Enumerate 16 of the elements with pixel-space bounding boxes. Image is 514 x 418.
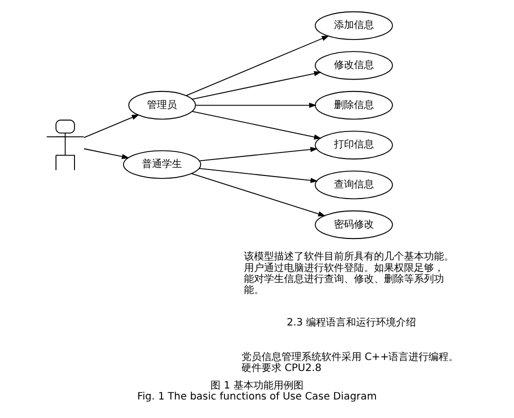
node-ellipse: 普通学生 [123, 150, 202, 179]
arrow [198, 168, 318, 183]
arrow [190, 173, 326, 216]
arrow [199, 146, 318, 162]
arrow [84, 148, 130, 160]
label: 该模型描述了软件目前所具有的几个基本功能。用户通过电脑进行软件登陆。如果权限足够，能对学生信息进行查询、修改、删除等系列功能。 [244, 252, 454, 296]
arrow [195, 102, 317, 108]
arrow [186, 36, 330, 96]
node-ellipse: 查询信息 [314, 170, 393, 200]
label: 党员信息管理系统软件采用 C++语言进行编程。硬件要求 CPU2.8 [241, 352, 459, 374]
arrow [84, 114, 140, 138]
node-ellipse: 删除信息 [314, 90, 393, 120]
label: 2.3 编程语言和运行环境介绍 [286, 317, 416, 328]
caption: 图 1 基本功能用例图 Fig. 1 The basic functions of Use Case Diagram [137, 380, 377, 403]
arrow [192, 71, 322, 100]
arrow [192, 110, 322, 140]
